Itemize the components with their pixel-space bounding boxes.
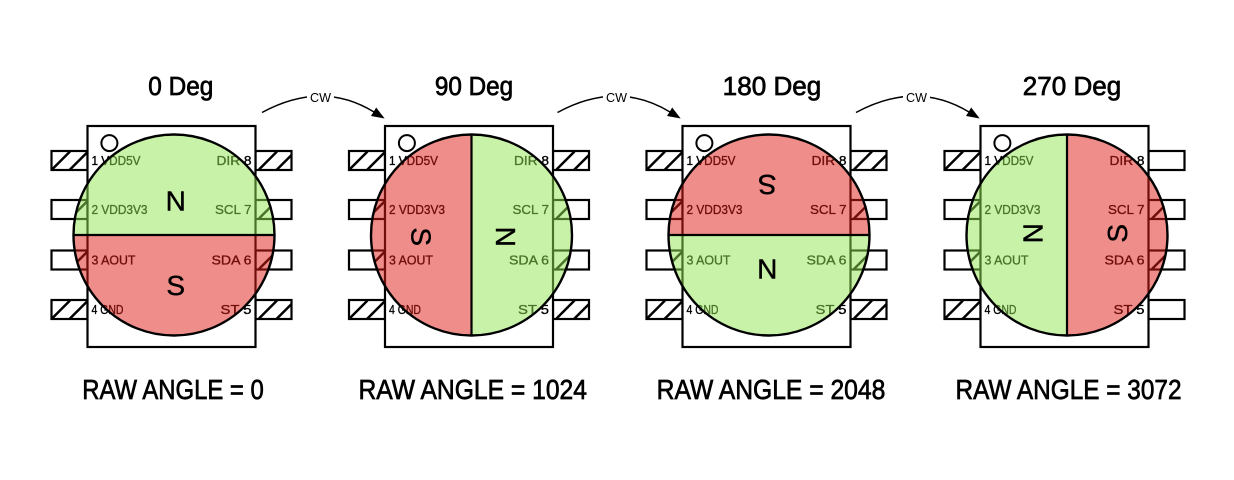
svg-text:N: N xyxy=(166,186,186,217)
svg-text:270 Deg: 270 Deg xyxy=(1023,73,1122,101)
svg-text:N: N xyxy=(1018,223,1049,243)
svg-text:RAW ANGLE = 1024: RAW ANGLE = 1024 xyxy=(358,374,587,405)
svg-text:RAW ANGLE = 0: RAW ANGLE = 0 xyxy=(82,374,264,405)
svg-text:0 Deg: 0 Deg xyxy=(148,73,213,101)
svg-text:180 Deg: 180 Deg xyxy=(723,73,822,101)
svg-text:CW: CW xyxy=(906,90,928,105)
svg-text:S: S xyxy=(758,169,777,200)
svg-text:S: S xyxy=(1102,224,1133,243)
svg-text:CW: CW xyxy=(310,90,332,105)
svg-text:90 Deg: 90 Deg xyxy=(435,73,513,101)
svg-text:N: N xyxy=(757,254,777,285)
svg-text:CW: CW xyxy=(606,90,628,105)
svg-text:N: N xyxy=(490,227,521,247)
svg-text:RAW ANGLE = 2048: RAW ANGLE = 2048 xyxy=(657,374,886,405)
svg-text:S: S xyxy=(406,227,437,246)
svg-text:RAW ANGLE = 3072: RAW ANGLE = 3072 xyxy=(956,374,1182,405)
svg-text:S: S xyxy=(166,270,185,301)
